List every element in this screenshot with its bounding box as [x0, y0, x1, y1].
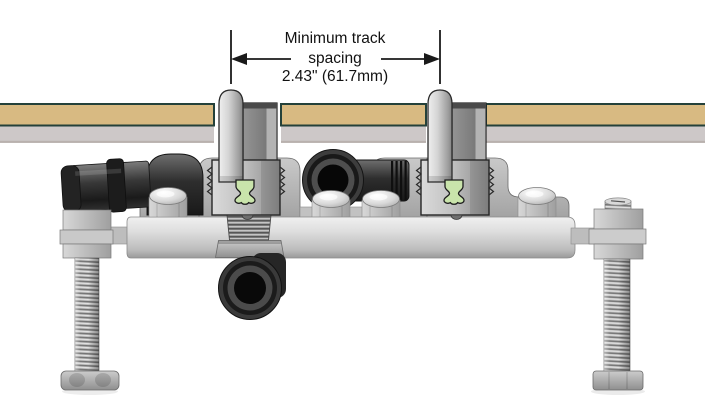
sleeve-bottom-notch — [241, 214, 254, 220]
down-elbow-bore — [234, 272, 266, 304]
left-knob — [60, 370, 120, 391]
sleeve-ribs-right — [279, 166, 286, 196]
arrowhead-right — [424, 53, 440, 65]
dome-screw — [148, 187, 188, 218]
valve-seal — [234, 179, 256, 205]
left-track-valve-stem — [215, 214, 286, 320]
left-bracket-flange — [59, 229, 114, 245]
left-threaded-rod-shade — [75, 258, 99, 374]
tabletop-underlay-edge — [0, 140, 214, 143]
tabletop-segment-middle — [280, 103, 427, 143]
tabletop-underlay — [486, 125, 705, 143]
right-bracket-flange — [588, 228, 647, 245]
tabletop-underlay-edge — [281, 140, 426, 143]
manifold-bar — [126, 216, 576, 259]
left-bracket-upper — [62, 209, 112, 231]
dome-screw — [361, 190, 401, 221]
left-fitting-barrel — [60, 158, 152, 213]
left-knob-lobe — [69, 373, 85, 387]
track-pin — [218, 89, 244, 183]
dome-screw — [517, 187, 557, 218]
sleeve-ribs-left — [206, 166, 213, 196]
tabletop-segment-left — [0, 103, 215, 143]
left-track-bushing — [206, 89, 286, 220]
tabletop-underlay — [0, 125, 214, 143]
dimension-label-line3: 2.43" (61.7mm) — [282, 68, 388, 85]
sleeve-lower-shade — [261, 160, 280, 215]
tabletop — [0, 103, 705, 143]
center-fitting-bore — [317, 164, 349, 196]
stem-collar-shadow — [218, 240, 281, 244]
tabletop-surface — [0, 103, 215, 127]
sleeve-upper-cap — [243, 103, 277, 109]
right-bracket-upper — [593, 208, 644, 230]
left-knob-lobe — [95, 373, 111, 387]
dimension-annotation: Minimum track spacing 2.43" (61.7mm) — [230, 30, 441, 85]
dimension-label-line2: spacing — [308, 50, 361, 67]
center-fitting-crimp-ribs — [391, 161, 407, 200]
tabletop-surface — [485, 103, 705, 127]
right-screw-slot — [610, 200, 626, 203]
tabletop-underlay-edge — [486, 140, 705, 143]
dimension-label-line1: Minimum track — [285, 30, 386, 47]
sleeve-upper-outer-wall — [266, 104, 277, 161]
tabletop-underlay — [281, 125, 426, 143]
left-clamp — [59, 209, 120, 395]
dome-screw — [311, 190, 351, 221]
right-threaded-rod-shade — [604, 259, 630, 373]
track-pin-bottom-shade — [219, 176, 243, 182]
arrowhead-left — [231, 53, 247, 65]
left-bracket-lower — [62, 243, 112, 259]
tabletop-surface — [280, 103, 427, 127]
right-clamp — [570, 197, 647, 395]
right-bracket-lower — [593, 243, 644, 260]
right-track-bushing — [415, 89, 495, 221]
right-hex-nut — [592, 370, 644, 391]
tabletop-segment-right — [485, 103, 705, 143]
